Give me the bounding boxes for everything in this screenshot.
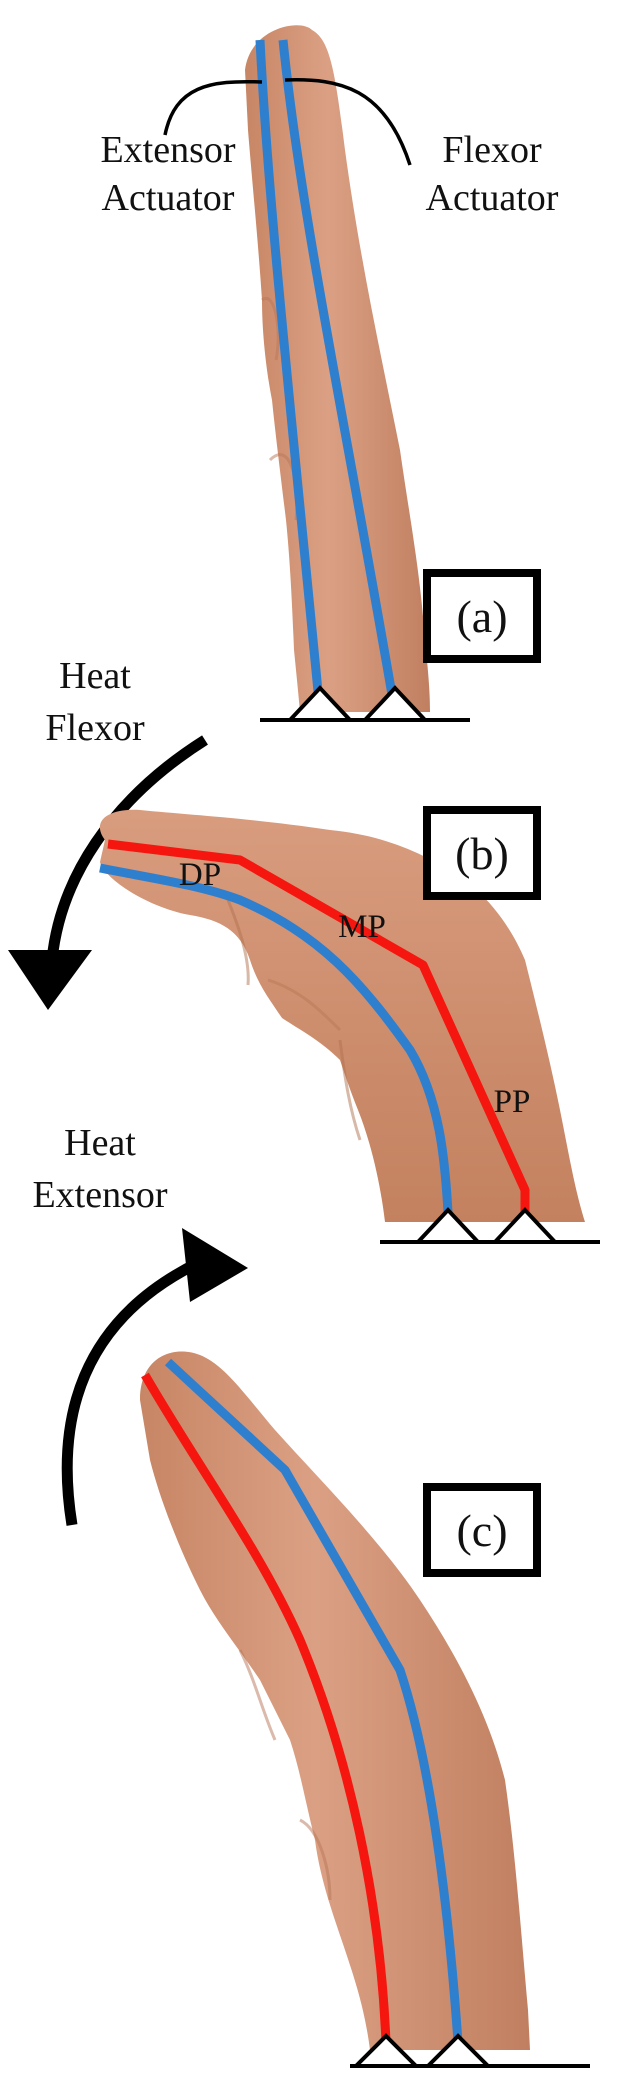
- panel-c-box: [423, 1483, 541, 1577]
- panel-a-label: (a): [456, 591, 507, 642]
- heat-extensor-annotation: Heat Extensor: [32, 1122, 248, 1526]
- flexor-leader-line: [284, 78, 412, 166]
- panel-a-box: [423, 569, 541, 663]
- flexor-actuator-line-a: [278, 39, 400, 713]
- phalanx-pp-label: PP: [494, 1084, 531, 1120]
- pin-support-a-left: [285, 685, 355, 722]
- extensor-actuator-line-c: [164, 1358, 463, 2043]
- pin-support-b-left: [413, 1207, 483, 1244]
- heat-flexor-annotation: Heat Flexor: [8, 655, 208, 1010]
- panel-b-box: [423, 806, 541, 900]
- panel-c-label: (c): [456, 1505, 507, 1556]
- phalanx-mp-label: MP: [338, 909, 386, 945]
- panel-c: (c): [140, 1351, 590, 2068]
- heat-flexor-line1: Heat: [59, 655, 131, 697]
- flexor-label-line2: Actuator: [426, 177, 559, 219]
- heat-flexor-arrow: [46, 735, 208, 961]
- extensor-label-line2: Actuator: [102, 177, 235, 219]
- pin-support-b-right: [490, 1207, 560, 1244]
- flexor-label-line1: Flexor: [442, 129, 542, 171]
- phalanx-dp-label: DP: [179, 857, 221, 893]
- heat-extensor-line2: Extensor: [32, 1174, 167, 1216]
- extensor-actuator-line-a: [255, 39, 325, 713]
- heat-extensor-line1: Heat: [64, 1122, 136, 1164]
- flexor-actuator-line-b: [107, 839, 530, 1212]
- pin-support-a-right: [360, 685, 430, 722]
- panel-b: DP MP PP (b): [99, 806, 600, 1244]
- extensor-actuator-line-b: [99, 863, 453, 1213]
- heat-flexor-line2: Flexor: [45, 707, 145, 749]
- extensor-label-line1: Extensor: [100, 129, 235, 171]
- pin-support-c-right: [423, 2033, 493, 2068]
- heat-flexor-arrowhead: [8, 950, 92, 1010]
- pin-support-c-left: [351, 2033, 421, 2068]
- finger-flexed-skin: [99, 809, 586, 1222]
- extensor-leader-line: [163, 79, 263, 136]
- heat-extensor-arrow: [61, 1257, 203, 1526]
- panel-a: Extensor Actuator Flexor Actuator (a): [100, 25, 559, 722]
- heat-extensor-arrowhead: [182, 1228, 248, 1302]
- panel-b-label: (b): [455, 828, 509, 879]
- flexor-actuator-line-c: [141, 1372, 391, 2043]
